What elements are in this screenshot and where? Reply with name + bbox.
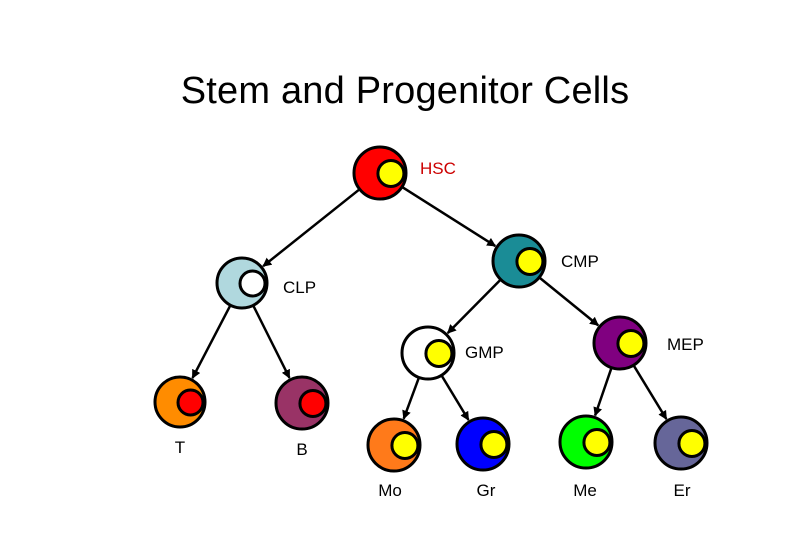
arrow-hsc-to-cmp (402, 186, 497, 248)
cell-cmp: CMP (491, 233, 599, 289)
cell-b: B (274, 375, 330, 459)
lineage-arrows (191, 186, 668, 421)
cell-nucleus-gr (479, 430, 509, 460)
arrow-clp-to-t (191, 305, 232, 379)
arrow-mep-to-me (593, 368, 613, 417)
cell-hsc: HSC (352, 145, 456, 201)
cell-nucleus-er (677, 429, 707, 459)
cell-label-me: Me (573, 481, 597, 500)
cell-label-clp: CLP (283, 278, 316, 297)
cell-nucleus-clp (238, 269, 267, 298)
cell-label-gmp: GMP (465, 343, 504, 362)
arrow-mep-to-er (632, 365, 668, 420)
cell-gmp: GMP (400, 325, 504, 381)
arrow-gmp-to-gr (440, 375, 470, 421)
cell-t: T (153, 375, 207, 457)
arrow-clp-to-b (252, 305, 291, 379)
cell-nodes: HSC CMP CLP GMP MEP T B Mo Gr Me Er (153, 145, 709, 500)
cell-clp: CLP (215, 256, 316, 310)
cell-nucleus-hsc (376, 159, 406, 189)
cell-nucleus-cmp (515, 247, 545, 277)
slide-title: Stem and Progenitor Cells (180, 70, 630, 112)
cell-nucleus-me (582, 428, 612, 458)
cell-label-er: Er (674, 481, 691, 500)
cell-gr: Gr (455, 416, 511, 500)
cell-me: Me (558, 414, 614, 500)
cell-nucleus-gmp (424, 339, 454, 369)
cell-nucleus-mo (390, 431, 420, 461)
cell-nucleus-mep (616, 329, 646, 359)
arrow-cmp-to-mep (539, 277, 600, 327)
cell-mep: MEP (592, 315, 704, 371)
cell-mo: Mo (366, 417, 422, 500)
cell-label-mo: Mo (378, 481, 402, 500)
cell-nucleus-b (298, 389, 328, 419)
cell-er: Er (653, 415, 709, 500)
arrow-hsc-to-clp (262, 188, 360, 268)
cell-label-gr: Gr (477, 481, 496, 500)
arrow-cmp-to-gmp (446, 279, 501, 334)
cell-label-b: B (296, 440, 307, 459)
cell-label-hsc: HSC (420, 159, 456, 178)
arrow-gmp-to-mo (402, 377, 420, 420)
cell-label-t: T (175, 438, 185, 457)
cell-label-cmp: CMP (561, 252, 599, 271)
cell-nucleus-t (176, 388, 205, 417)
cell-label-mep: MEP (667, 335, 704, 354)
